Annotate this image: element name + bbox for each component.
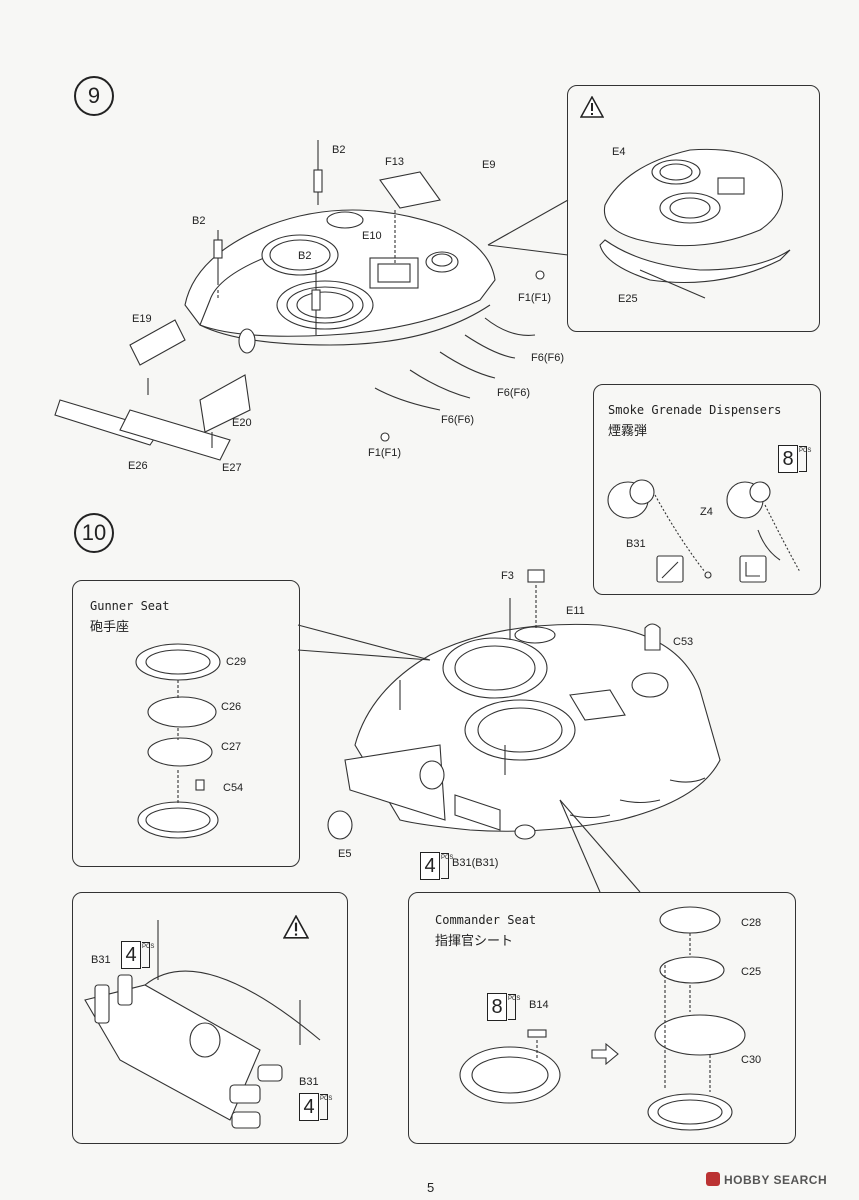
part-f6-c: F6(F6) xyxy=(441,414,474,426)
part-b31-b31: B31(B31) xyxy=(452,857,499,869)
pcs-count: 4 xyxy=(420,852,440,880)
part-c25: C25 xyxy=(741,966,762,978)
gunner-box-subtitle: 砲手座 xyxy=(90,620,130,635)
part-b2-center: B2 xyxy=(298,250,312,262)
step9-turret-drawing xyxy=(54,140,569,461)
part-e20: E20 xyxy=(232,417,252,429)
hobby-search-logo-icon xyxy=(706,1172,720,1186)
step9-detail-box: E4 E25 xyxy=(567,85,820,332)
part-e25: E25 xyxy=(618,293,638,305)
smoke-grenade-box: Smoke Grenade Dispensers 煙霧弾 8 PCS B31 Z… xyxy=(593,384,821,595)
part-e9: E9 xyxy=(482,159,496,171)
page-number: 5 xyxy=(427,1180,435,1195)
part-b31: B31 xyxy=(626,538,646,550)
part-c54: C54 xyxy=(223,782,244,794)
pcs-badge-8: 8 PCS xyxy=(778,445,811,473)
pcs-count: 8 xyxy=(487,993,507,1021)
part-b14: B14 xyxy=(529,999,549,1011)
part-f3: F3 xyxy=(501,570,514,582)
part-c26: C26 xyxy=(221,701,242,713)
part-b31-bottom: B31 xyxy=(299,1076,319,1088)
pcs-label: PCS xyxy=(320,1094,332,1120)
pcs-label: PCS xyxy=(508,994,520,1020)
part-f6-b: F6(F6) xyxy=(497,387,530,399)
watermark: HOBBY SEARCH xyxy=(706,1172,827,1187)
part-c53: C53 xyxy=(673,636,694,648)
part-e10: E10 xyxy=(362,230,382,242)
part-f6-a: F6(F6) xyxy=(531,352,564,364)
pcs-label: PCS xyxy=(799,446,811,472)
part-e5: E5 xyxy=(338,848,352,860)
pcs-badge-4-bottom: 4 PCS xyxy=(299,1093,332,1121)
step10-turret-drawing xyxy=(297,569,721,893)
part-e26: E26 xyxy=(128,460,148,472)
part-f13: F13 xyxy=(385,156,404,168)
gunner-box-title: Gunner Seat xyxy=(90,599,170,613)
part-c28: C28 xyxy=(741,917,762,929)
pcs-count: 8 xyxy=(778,445,798,473)
pcs-label: PCS xyxy=(142,942,154,968)
part-c30: C30 xyxy=(741,1054,762,1066)
commander-seat-drawing xyxy=(459,906,746,1131)
commander-box-title: Commander Seat xyxy=(435,913,537,927)
pcs-badge-4-top: 4 PCS xyxy=(121,941,154,969)
part-b2-top: B2 xyxy=(332,144,346,156)
gunner-seat-box: Gunner Seat 砲手座 C29 C26 C27 C54 xyxy=(72,580,300,867)
commander-seat-box: Commander Seat 指揮官シート 8 PCS B14 C28 C25 … xyxy=(408,892,796,1144)
pcs-label: PCS xyxy=(441,853,453,879)
step9-detail-drawing xyxy=(599,148,791,299)
part-e11: E11 xyxy=(566,605,585,617)
step-9-number: 9 xyxy=(74,76,114,116)
part-f1-right: F1(F1) xyxy=(518,292,551,304)
part-z4: Z4 xyxy=(700,506,713,518)
pcs-badge-8: 8 PCS xyxy=(487,993,520,1021)
part-b31-top: B31 xyxy=(91,954,111,966)
commander-box-subtitle: 指揮官シート xyxy=(435,934,514,949)
part-c29: C29 xyxy=(226,656,247,668)
warning-closeup-drawing xyxy=(84,920,321,1129)
part-c27: C27 xyxy=(221,741,242,753)
warning-icon xyxy=(579,95,605,123)
part-b2-left: B2 xyxy=(192,215,206,227)
pcs-count: 4 xyxy=(299,1093,319,1121)
step-10-number: 10 xyxy=(74,513,114,553)
warning-closeup-box: B31 4 PCS B31 4 PCS xyxy=(72,892,348,1144)
smoke-dispenser-drawing xyxy=(607,479,801,583)
watermark-text: HOBBY SEARCH xyxy=(724,1173,828,1187)
pcs-badge-4: 4 PCS xyxy=(420,852,453,880)
warning-icon xyxy=(282,914,310,944)
smoke-box-title: Smoke Grenade Dispensers xyxy=(608,403,782,417)
gunner-seat-drawing xyxy=(135,643,221,839)
part-e4: E4 xyxy=(612,146,626,158)
smoke-box-subtitle: 煙霧弾 xyxy=(608,424,648,439)
part-f1-bottom: F1(F1) xyxy=(368,447,401,459)
part-e19: E19 xyxy=(132,313,152,325)
pcs-count: 4 xyxy=(121,941,141,969)
part-e27: E27 xyxy=(222,462,242,474)
